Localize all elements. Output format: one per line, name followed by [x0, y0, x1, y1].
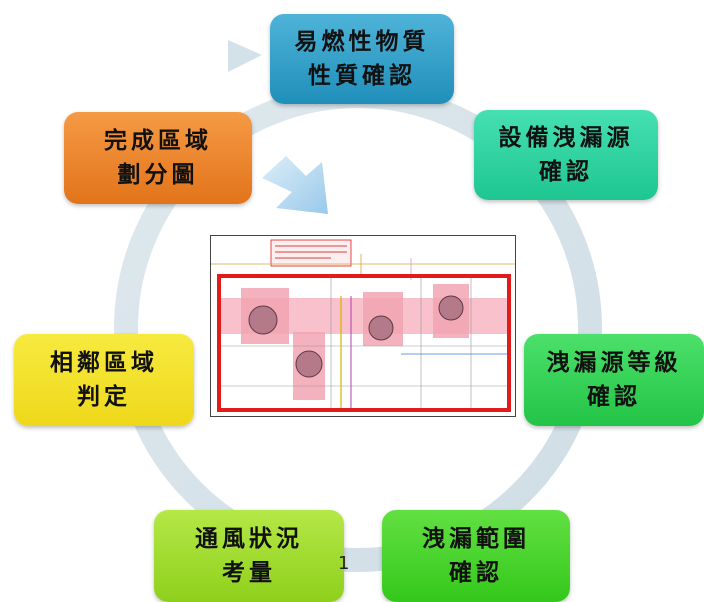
- center-arrow: [262, 156, 328, 214]
- step-flammable-properties: 易燃性物質 性質確認: [270, 14, 454, 104]
- step-4-line-1: 洩漏範圍: [422, 525, 530, 552]
- step-2-line-1: 設備洩漏源: [498, 124, 634, 151]
- step-5-line-1: 通風狀況: [195, 525, 303, 552]
- step-leak-source: 設備洩漏源 確認: [474, 110, 658, 200]
- step-4-line-2: 確認: [449, 559, 503, 586]
- step-3-line-2: 確認: [587, 383, 641, 410]
- step-6-line-1: 相鄰區域: [50, 349, 158, 376]
- step-ventilation: 通風狀況 考量: [154, 510, 344, 602]
- step-6-line-2: 判定: [77, 383, 131, 410]
- step-1-line-1: 易燃性物質: [294, 28, 430, 55]
- step-leak-grade: 洩漏源等級 確認: [524, 334, 704, 426]
- cycle-arrowhead: [228, 40, 262, 72]
- step-7-line-1: 完成區域: [104, 127, 212, 154]
- step-2-line-2: 確認: [539, 158, 593, 185]
- slide-number: 1: [338, 553, 350, 574]
- step-7-line-2: 劃分圖: [117, 161, 199, 188]
- step-adjacent-area: 相鄰區域 判定: [14, 334, 194, 426]
- step-3-line-1: 洩漏源等級: [546, 349, 682, 376]
- zone-drawing-image: [210, 235, 516, 417]
- step-5-line-2: 考量: [222, 559, 276, 586]
- step-1-line-2: 性質確認: [308, 62, 416, 89]
- step-zone-map: 完成區域 劃分圖: [64, 112, 252, 204]
- step-leak-range: 洩漏範圍 確認: [382, 510, 570, 602]
